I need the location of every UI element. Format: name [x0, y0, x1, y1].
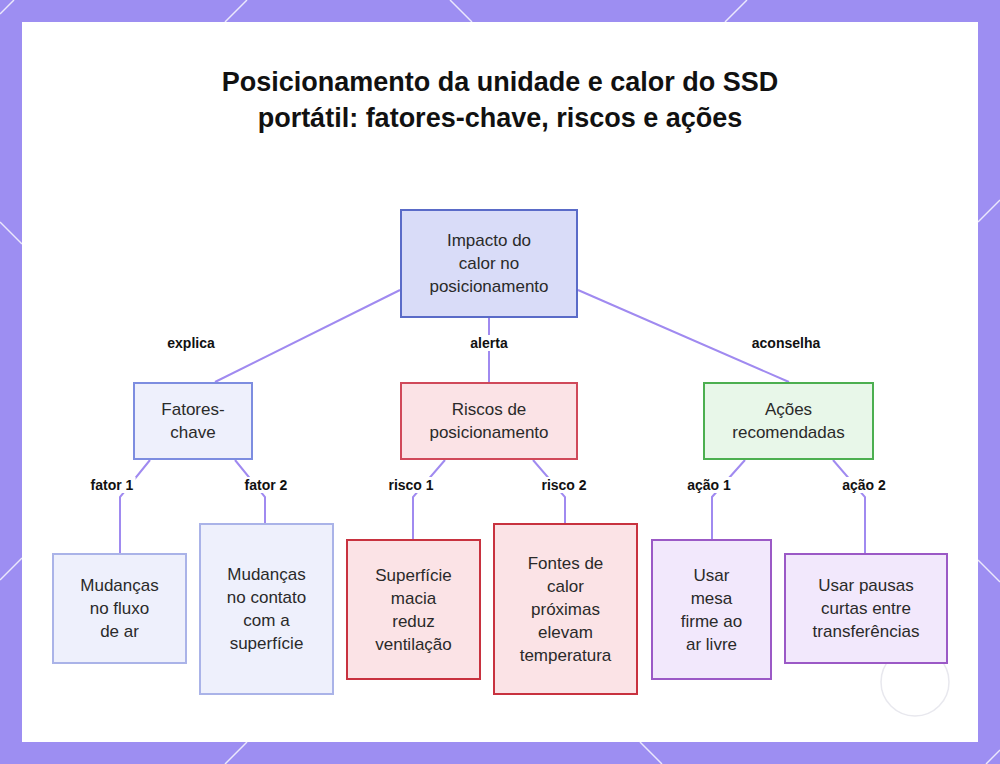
box-content: Riscos de posicionamento	[419, 398, 559, 444]
edge-label: fator 1	[89, 477, 136, 493]
box-text: Fatores-chave	[153, 398, 233, 444]
edge-label: risco 2	[539, 477, 588, 493]
box-text: Mudanças no contato com a superfície	[227, 563, 307, 655]
concept-box: Mudanças no contato com a superfície	[199, 523, 334, 695]
box-content: Ações recomendadas	[729, 398, 849, 444]
box-text: Usar pausas curtas entre transferências	[811, 574, 921, 643]
connector-line	[215, 290, 400, 382]
concept-box: Mudanças no fluxo de ar	[52, 553, 187, 664]
box-text: Mudanças no fluxo de ar	[80, 574, 160, 643]
connector-line	[120, 460, 150, 553]
concept-box: Impacto do calor no posicionamento	[400, 209, 578, 318]
edge-label: risco 1	[386, 477, 435, 493]
edge-label: aconselha	[750, 335, 822, 351]
connector-line	[413, 460, 445, 539]
edge-label: ação 2	[840, 477, 888, 493]
concept-box: Fatores-chave	[133, 382, 253, 460]
box-content: Usar mesa firme ao ar livre	[677, 564, 747, 656]
box-text: Impacto do calor no posicionamento	[427, 229, 552, 298]
concept-box: Superfície macia reduz ventilação	[346, 539, 481, 680]
edge-label: alerta	[468, 335, 509, 351]
concept-box: Usar mesa firme ao ar livre	[651, 539, 772, 680]
box-content: Usar pausas curtas entre transferências	[811, 574, 921, 643]
edge-label: ação 1	[685, 477, 733, 493]
box-content: Fatores-chave	[153, 398, 233, 444]
box-text: Riscos de posicionamento	[419, 398, 559, 444]
edge-label: fator 2	[243, 477, 290, 493]
diagram-title: Posicionamento da unidade e calor do SSD…	[200, 64, 800, 136]
edge-label: explica	[165, 335, 216, 351]
box-text: Usar mesa firme ao ar livre	[677, 564, 747, 656]
concept-box: Ações recomendadas	[703, 382, 874, 460]
box-content: Impacto do calor no posicionamento	[427, 229, 552, 298]
box-content: Superfície macia reduz ventilação	[371, 564, 456, 656]
box-text: Superfície macia reduz ventilação	[371, 564, 456, 656]
connector-line	[712, 460, 745, 539]
box-text: Fontes de calor próximas elevam temperat…	[518, 552, 613, 667]
box-content: Fontes de calor próximas elevam temperat…	[518, 552, 613, 667]
box-text: Ações recomendadas	[729, 398, 849, 444]
concept-box: Usar pausas curtas entre transferências	[784, 553, 948, 664]
box-content: Mudanças no contato com a superfície	[227, 563, 307, 655]
box-content: Mudanças no fluxo de ar	[80, 574, 160, 643]
connector-line	[833, 460, 865, 553]
concept-box: Riscos de posicionamento	[400, 382, 578, 460]
concept-box: Fontes de calor próximas elevam temperat…	[493, 523, 638, 695]
